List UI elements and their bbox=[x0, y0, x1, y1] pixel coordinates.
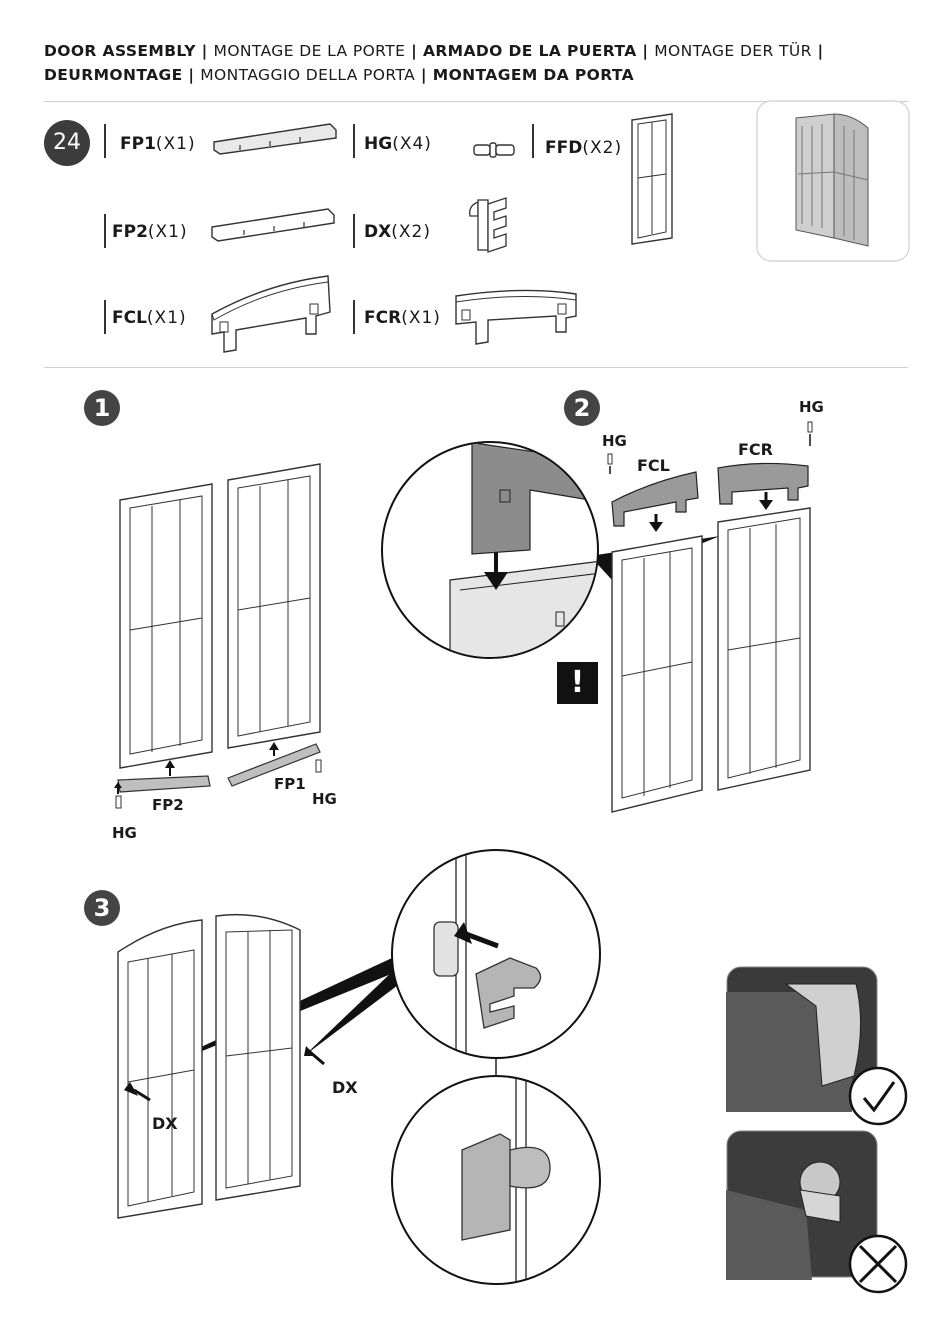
step-2-label-hg-right: HG bbox=[799, 398, 824, 416]
divider bbox=[104, 300, 106, 334]
part-fcl-label: FCL(X1) bbox=[112, 308, 187, 328]
title-line-1: DOOR ASSEMBLY | MONTAGE DE LA PORTE | AR… bbox=[44, 42, 824, 60]
title-segment: | bbox=[637, 42, 655, 60]
step-2-label-fcl: FCL bbox=[637, 456, 670, 475]
title-segment: | bbox=[183, 66, 201, 84]
part-ffd-label: FFD(X2) bbox=[545, 138, 622, 158]
title-line-2: DEURMONTAGE | MONTAGGIO DELLA PORTA | MO… bbox=[44, 66, 634, 84]
title-segment: | bbox=[415, 66, 433, 84]
step-1-label-hg-right: HG bbox=[312, 790, 337, 808]
step-3-label-dx-left: DX bbox=[152, 1114, 178, 1133]
step-3-illustration bbox=[110, 850, 600, 1300]
part-fcl-image bbox=[206, 272, 336, 356]
part-fp1-image bbox=[210, 120, 340, 158]
step-2-label-hg-left: HG bbox=[602, 432, 627, 450]
divider bbox=[532, 124, 534, 158]
divider bbox=[104, 214, 106, 248]
part-dx-label: DX(X2) bbox=[364, 222, 431, 242]
title-segment: | bbox=[812, 42, 824, 60]
title-segment: | bbox=[196, 42, 214, 60]
divider bbox=[353, 300, 355, 334]
title-segment: DOOR ASSEMBLY bbox=[44, 42, 196, 60]
warning-icon: ! bbox=[557, 662, 598, 704]
part-fp2-label: FP2(X1) bbox=[112, 222, 188, 242]
finished-door-preview bbox=[756, 100, 910, 262]
step-1-number: 1 bbox=[84, 390, 120, 426]
title-segment: ARMADO DE LA PUERTA bbox=[423, 42, 637, 60]
divider-middle bbox=[44, 367, 908, 368]
title-segment: DEURMONTAGE bbox=[44, 66, 183, 84]
step-1-label-fp1: FP1 bbox=[274, 775, 306, 793]
incorrect-fit-photo bbox=[726, 1130, 912, 1296]
part-dx-image bbox=[464, 194, 524, 258]
correct-fit-photo bbox=[726, 966, 912, 1126]
step-1-label-fp2: FP2 bbox=[152, 796, 184, 814]
divider bbox=[353, 214, 355, 248]
step-3-label-dx-right: DX bbox=[332, 1078, 358, 1097]
part-ffd-image bbox=[628, 112, 678, 248]
step-2-number: 2 bbox=[564, 390, 600, 426]
title-segment: MONTAGGIO DELLA PORTA bbox=[200, 66, 415, 84]
step-badge: 24 bbox=[44, 120, 90, 166]
title-segment: MONTAGEM DA PORTA bbox=[433, 66, 634, 84]
part-fcr-label: FCR(X1) bbox=[364, 308, 441, 328]
part-fp1-label: FP1(X1) bbox=[120, 134, 196, 154]
divider bbox=[104, 124, 106, 158]
part-fp2-image bbox=[208, 205, 338, 245]
step-2-label-fcr: FCR bbox=[738, 440, 773, 459]
part-hg-label: HG(X4) bbox=[364, 134, 432, 154]
title-segment: | bbox=[405, 42, 423, 60]
title-segment: MONTAGE DER TÜR bbox=[654, 42, 812, 60]
title-segment: MONTAGE DE LA PORTE bbox=[214, 42, 406, 60]
step-1-label-hg-left: HG bbox=[112, 824, 137, 842]
step-1-doors bbox=[110, 460, 350, 840]
divider bbox=[353, 124, 355, 158]
step-2-illustration bbox=[380, 440, 820, 820]
part-hg-image bbox=[472, 140, 522, 160]
part-fcr-image bbox=[452, 286, 582, 352]
